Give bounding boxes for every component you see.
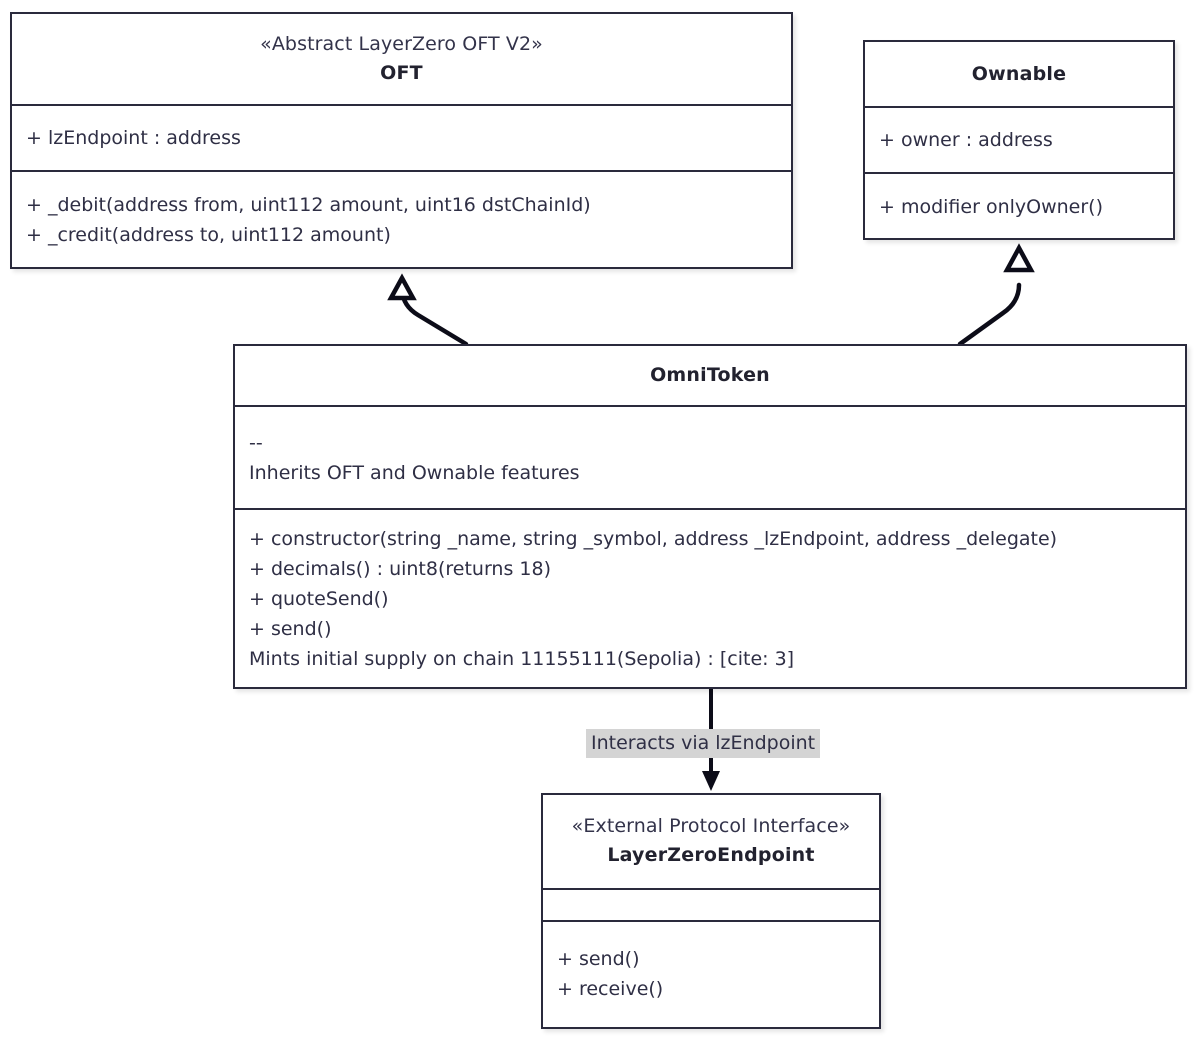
class-attributes-compartment-oft: + lzEndpoint : address <box>12 106 791 172</box>
class-operation: + send() <box>249 618 332 640</box>
class-attribute: -- <box>249 431 263 454</box>
class-name-endpoint: LayerZeroEndpoint <box>607 844 815 867</box>
class-name-oft: OFT <box>380 61 423 84</box>
class-attributes-compartment-endpoint <box>543 890 879 922</box>
class-attribute: + owner : address <box>879 129 1053 151</box>
class-operation: + constructor(string _name, string _symb… <box>249 528 1058 550</box>
edge-label-interacts-via-lzendpoint: Interacts via lzEndpoint <box>586 729 821 758</box>
class-stereotype-endpoint: «External Protocol Interface» <box>571 815 851 838</box>
class-operations-compartment-oft: + _debit(address from, uint112 amount, u… <box>12 172 791 268</box>
class-operation: + _credit(address to, uint112 amount) <box>26 224 391 246</box>
class-operation: + decimals() : uint8(returns 18) <box>249 558 552 580</box>
class-name-omnitoken: OmniToken <box>650 364 770 387</box>
class-stereotype-oft: «Abstract LayerZero OFT V2» <box>260 32 543 55</box>
class-name-ownable: Ownable <box>971 62 1067 85</box>
class-operation: + _debit(address from, uint112 amount, u… <box>26 194 591 216</box>
class-title-compartment-ownable: Ownable <box>865 42 1173 108</box>
class-attribute: Inherits OFT and Ownable features <box>249 461 580 484</box>
class-box-layerzeroendpoint[interactable]: «External Protocol Interface» LayerZeroE… <box>541 793 881 1029</box>
class-attributes-compartment-omnitoken: -- Inherits OFT and Ownable features <box>235 407 1185 510</box>
class-title-compartment-endpoint: «External Protocol Interface» LayerZeroE… <box>543 795 879 890</box>
class-operation: + quoteSend() <box>249 588 389 610</box>
class-operation: + modifier onlyOwner() <box>879 195 1103 218</box>
generalization-omnitoken-to-ownable <box>957 243 1035 347</box>
class-title-compartment-oft: «Abstract LayerZero OFT V2» OFT <box>12 14 791 106</box>
class-box-oft[interactable]: «Abstract LayerZero OFT V2» OFT + lzEndp… <box>10 12 793 269</box>
class-operations-compartment-omnitoken: + constructor(string _name, string _symb… <box>235 510 1185 688</box>
class-box-ownable[interactable]: Ownable + owner : address + modifier onl… <box>863 40 1175 240</box>
class-title-compartment-omnitoken: OmniToken <box>235 346 1185 407</box>
class-attribute: + lzEndpoint : address <box>26 127 241 149</box>
class-operation: + send() <box>557 948 640 970</box>
generalization-omnitoken-to-oft <box>387 273 469 347</box>
class-operation: Mints initial supply on chain 11155111(S… <box>249 648 795 670</box>
class-operation: + receive() <box>557 978 664 1000</box>
class-operations-compartment-ownable: + modifier onlyOwner() <box>865 174 1173 239</box>
class-operations-compartment-endpoint: + send() + receive() <box>543 922 879 1026</box>
class-attributes-compartment-ownable: + owner : address <box>865 108 1173 174</box>
class-box-omnitoken[interactable]: OmniToken -- Inherits OFT and Ownable fe… <box>233 344 1187 689</box>
